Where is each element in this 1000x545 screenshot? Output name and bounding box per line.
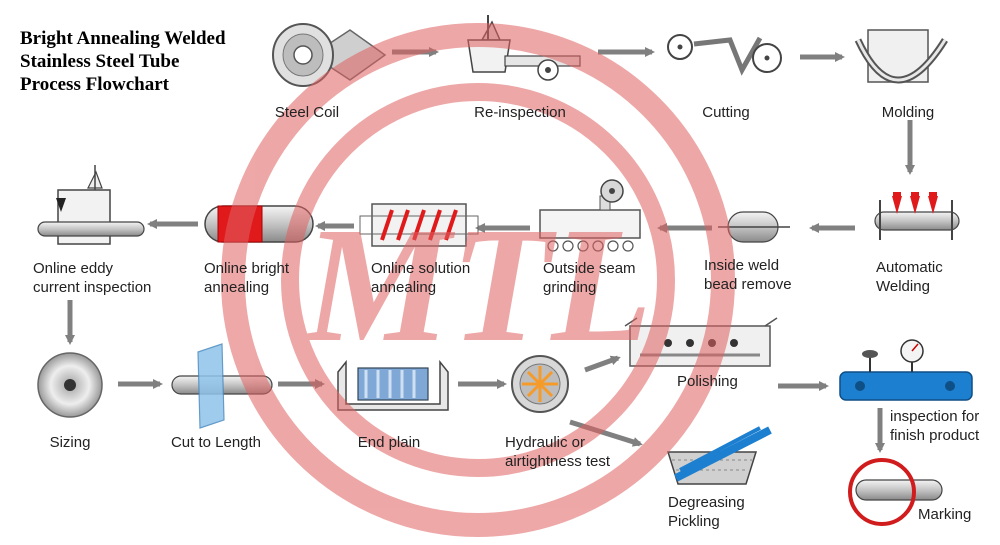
step-label-cutting: Cutting — [702, 104, 750, 121]
hydraulic-test-icon — [511, 355, 569, 413]
marking-icon — [848, 458, 943, 526]
inside-weld-bead-remove-icon — [718, 211, 790, 243]
step-label-steel-coil: Steel Coil — [274, 104, 340, 121]
automatic-welding-icon — [874, 192, 960, 240]
arrow-hydraulic-to-degreasing — [569, 419, 643, 447]
step-label-end-plain: End plain — [357, 434, 421, 451]
title-line-3: Process Flowchart — [20, 74, 169, 95]
step-label-re-inspection: Re-inspection — [474, 104, 566, 121]
step-label-cut-to-length: Cut to Length — [170, 434, 262, 451]
sizing-icon — [37, 352, 103, 418]
watermark-logo: MTL — [221, 23, 735, 537]
inspection-finish-product-icon — [839, 339, 973, 401]
online-eddy-current-inspection-icon — [37, 165, 145, 245]
step-label-polishing: Polishing — [677, 373, 738, 390]
flow-arrows — [65, 47, 915, 453]
step-label-marking: Marking — [918, 506, 972, 523]
cutting-icon — [667, 34, 782, 76]
steel-coil-icon — [272, 23, 387, 87]
online-solution-annealing-icon — [359, 203, 479, 247]
step-label-molding: Molding — [881, 104, 935, 121]
arrow-hydraulic-to-polishing — [584, 355, 621, 373]
page-title: Bright Annealing Welded Stainless Steel … — [20, 27, 226, 96]
step-label-sizing: Sizing — [49, 434, 91, 451]
degreasing-pickling-icon — [666, 426, 772, 485]
watermark-text: MTL — [301, 193, 652, 376]
outside-seam-grinding-icon — [539, 179, 641, 252]
title-line-2: Stainless Steel Tube — [20, 51, 180, 72]
title-line-1: Bright Annealing Welded — [20, 28, 226, 49]
molding-icon — [854, 29, 948, 84]
